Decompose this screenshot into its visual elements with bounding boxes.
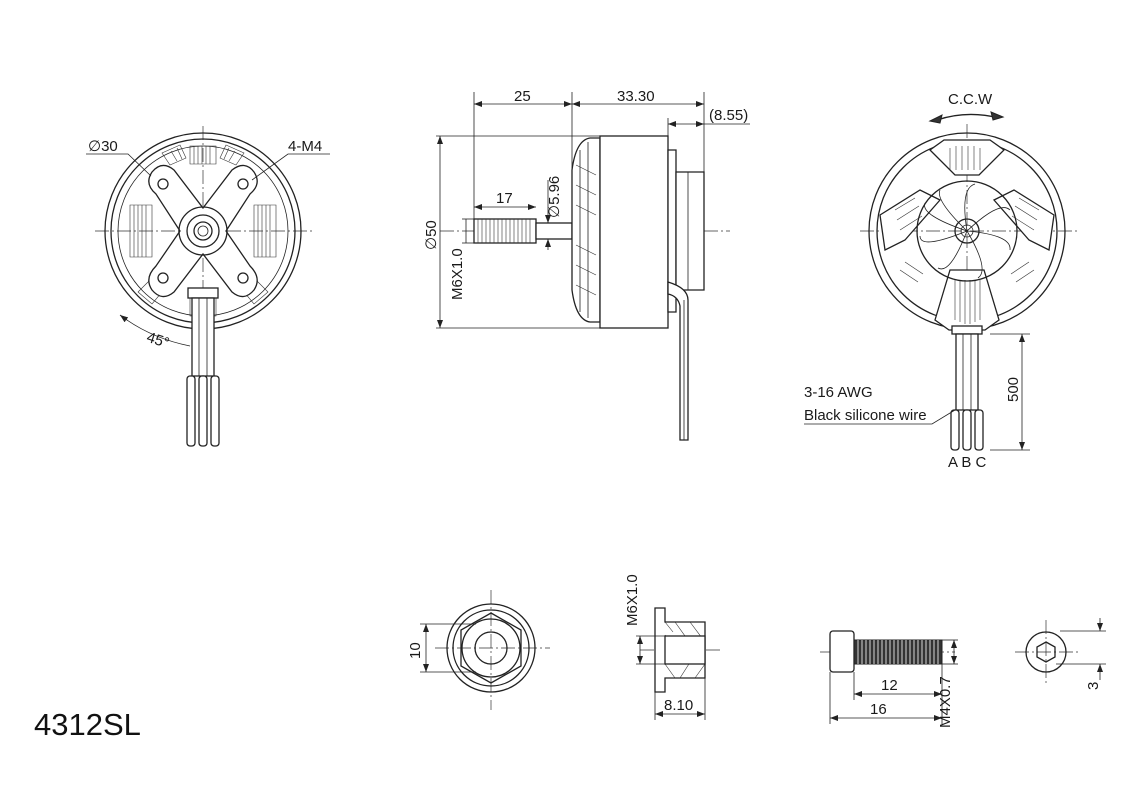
dim-shaft-thread: M6X1.0 [449, 248, 466, 300]
screw-thread [857, 640, 939, 664]
screw-head-view: 3 [1015, 618, 1106, 690]
wire-type-label: Black silicone wire [804, 407, 927, 424]
shaft-thread [477, 219, 531, 243]
dim-screw-thread: M4X0.7 [937, 676, 954, 728]
mount-cross [148, 164, 258, 298]
dim-body-length: 33.30 [617, 88, 655, 105]
dim-shaft-diameter: ∅5.96 [546, 176, 563, 218]
dim-body-diameter: ∅50 [423, 220, 440, 250]
front-view: ∅30 4-M4 45° [86, 126, 330, 447]
model-title: 4312SL [34, 707, 141, 742]
side-view: 25 33.30 (8.55) 17 ∅5.96 ∅50 M6X1.0 [423, 88, 750, 441]
dim-shaft-length: 25 [514, 88, 531, 105]
rear-view: C.C.W 3-16 AWG Black silicone wire A B C… [804, 91, 1078, 471]
nut-side-view: M6X1.0 8.10 [624, 574, 720, 720]
dim-thread-length: 17 [496, 190, 513, 207]
rotation-label: C.C.W [948, 91, 993, 108]
dim-angle: 45° [144, 329, 171, 352]
nut-front-view: 10 [407, 590, 550, 710]
dim-nut-thread: M6X1.0 [624, 574, 641, 626]
dim-nut-length: 8.10 [664, 697, 693, 714]
dim-screw-head: 3 [1085, 682, 1102, 690]
dim-mount-holes: 4-M4 [288, 138, 322, 155]
dim-wire-length: 500 [1005, 377, 1022, 402]
dim-screw-thread-length: 12 [881, 677, 898, 694]
wire-gauge-label: 3-16 AWG [804, 384, 873, 401]
dim-nut-width: 10 [407, 642, 424, 659]
dim-front-diameter: ∅30 [88, 138, 118, 155]
fan-blades [919, 183, 1011, 279]
screw-view: 12 16 M4X0.7 [820, 630, 958, 728]
phase-labels: A B C [948, 454, 987, 471]
dim-screw-total-length: 16 [870, 701, 887, 718]
dim-base-length: (8.55) [709, 107, 748, 124]
